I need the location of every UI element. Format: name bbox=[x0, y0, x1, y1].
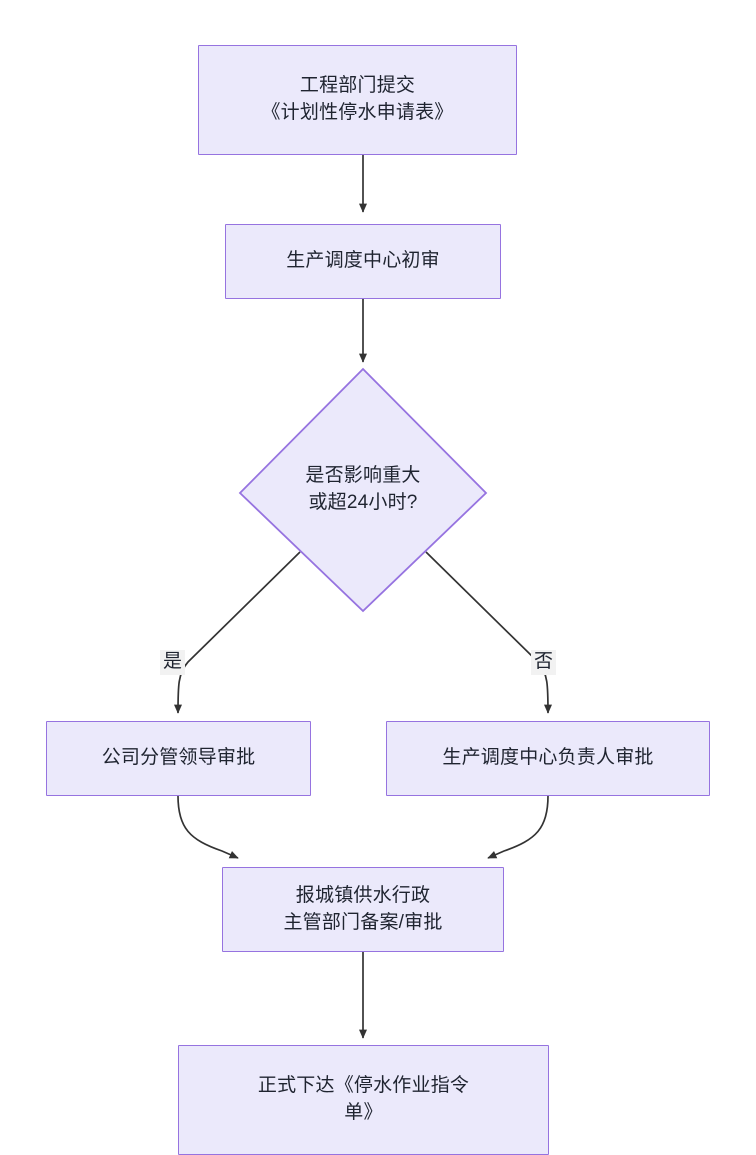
node-decision-major-impact-label: 是否影响重大 或超24小时? bbox=[305, 465, 421, 513]
node-dispatch-center-first-review[interactable]: 生产调度中心初审 bbox=[225, 224, 501, 299]
node-dispatch-manager-approval[interactable]: 生产调度中心负责人审批 bbox=[386, 721, 710, 796]
edge-label-yes: 是 bbox=[160, 650, 186, 675]
edge-label-no: 否 bbox=[531, 650, 557, 675]
node-decision-major-impact[interactable]: 是否影响重大 或超24小时? bbox=[240, 369, 486, 611]
node-report-authority-filing-label: 报城镇供水行政 主管部门备案/审批 bbox=[283, 884, 443, 933]
node-report-authority-filing[interactable]: 报城镇供水行政 主管部门备案/审批 bbox=[222, 867, 504, 952]
node-submit-application[interactable]: 工程部门提交 《计划性停水申请表》 bbox=[198, 45, 517, 155]
edge-leader-to-report bbox=[177, 795, 239, 859]
node-issue-shutdown-order[interactable]: 正式下达《停水作业指令 单》 bbox=[178, 1045, 549, 1155]
edge-decision-yes bbox=[174, 551, 301, 714]
node-company-leader-approval-label: 公司分管领导审批 bbox=[101, 747, 256, 769]
node-dispatch-center-first-review-label: 生产调度中心初审 bbox=[286, 250, 440, 272]
edge-manager-to-report bbox=[487, 795, 549, 859]
node-issue-shutdown-order-label: 正式下达《停水作业指令 单》 bbox=[257, 1075, 470, 1123]
node-decision-major-impact-shape[interactable] bbox=[238, 367, 488, 613]
node-dispatch-manager-approval-label: 生产调度中心负责人审批 bbox=[442, 747, 654, 769]
node-company-leader-approval[interactable]: 公司分管领导审批 bbox=[46, 721, 311, 796]
node-submit-application-label: 工程部门提交 《计划性停水申请表》 bbox=[261, 75, 454, 123]
